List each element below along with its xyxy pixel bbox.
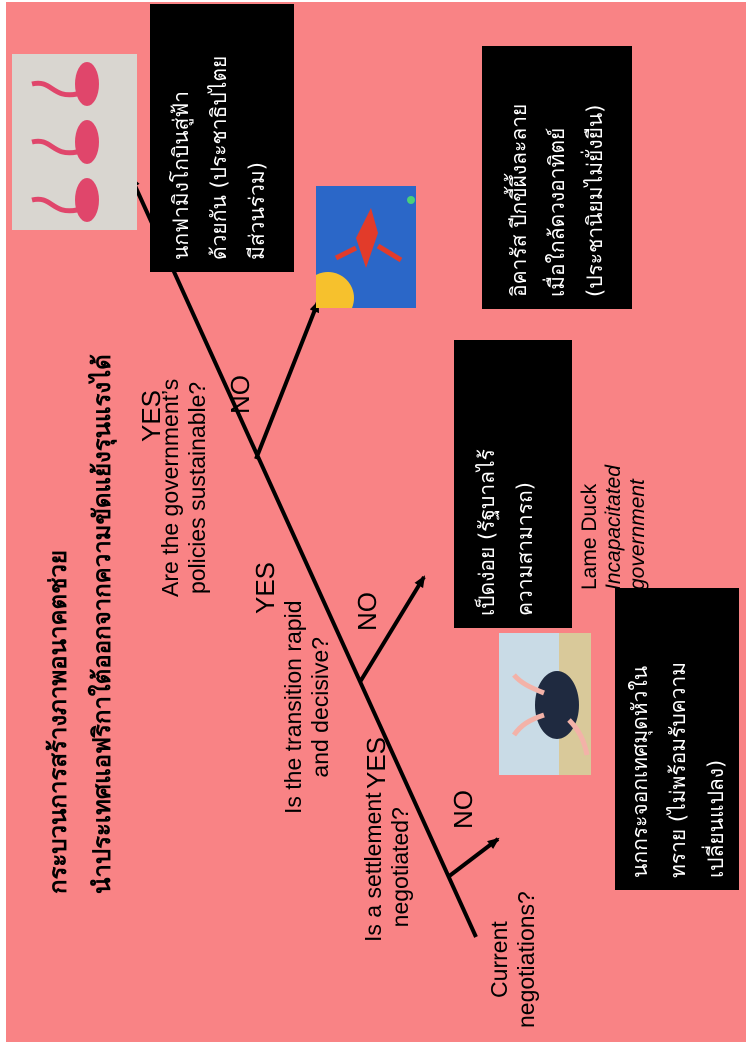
icarus-image — [316, 186, 416, 308]
main-yes-arrow — [129, 175, 478, 938]
yes-label-1: YES — [361, 736, 391, 789]
flamingo-image — [12, 54, 137, 230]
no-arrow-3 — [254, 300, 320, 460]
icarus-outcome-box: อิคารัส ปีกขี้ผึ้งละลาย เมื่อใกล้ดวงอาทิ… — [482, 46, 632, 309]
rotated-content: กระบวนการสร้างภาพอนาคตช่วย นำประเทศแอฟริ… — [6, 2, 746, 1042]
lame-duck-outcome-box: เป็ดง่อย (รัฐบาลไร้ ความสามารถ) — [454, 340, 572, 628]
yes-label-2: YES — [250, 561, 280, 614]
no-arrow-2 — [358, 575, 426, 684]
start-node: Current negotiations? — [486, 891, 539, 1028]
flamingo-outcome-box: นกฟามิงโกบินสู่ฟ้า ด้วยกัน (ประชาธิปไตย … — [150, 4, 294, 272]
yes-label-3: YES — [136, 389, 166, 442]
lame-duck-caption: Lame Duck Incapacitated government — [578, 465, 649, 590]
ostrich-outcome-box: นกกระจอกเทศมุดหัวใน ทราย (ไม่พร้อมรับควา… — [615, 588, 739, 890]
slide: กระบวนการสร้างภาพอนาคตช่วย นำประเทศแอฟริ… — [6, 2, 746, 1042]
question-settlement: Is a settlement negotiated? — [360, 792, 413, 942]
decision-arrows — [129, 175, 500, 938]
ostrich-image — [499, 633, 591, 775]
no-label-3: NO — [225, 375, 255, 414]
no-label-2: NO — [352, 592, 382, 631]
no-arrow-1 — [446, 837, 500, 879]
no-label-1: NO — [448, 790, 478, 829]
page-title: กระบวนการสร้างภาพอนาคตช่วย นำประเทศแอฟริ… — [44, 354, 116, 894]
question-transition: Is the transition rapid and decisive? — [280, 600, 333, 814]
